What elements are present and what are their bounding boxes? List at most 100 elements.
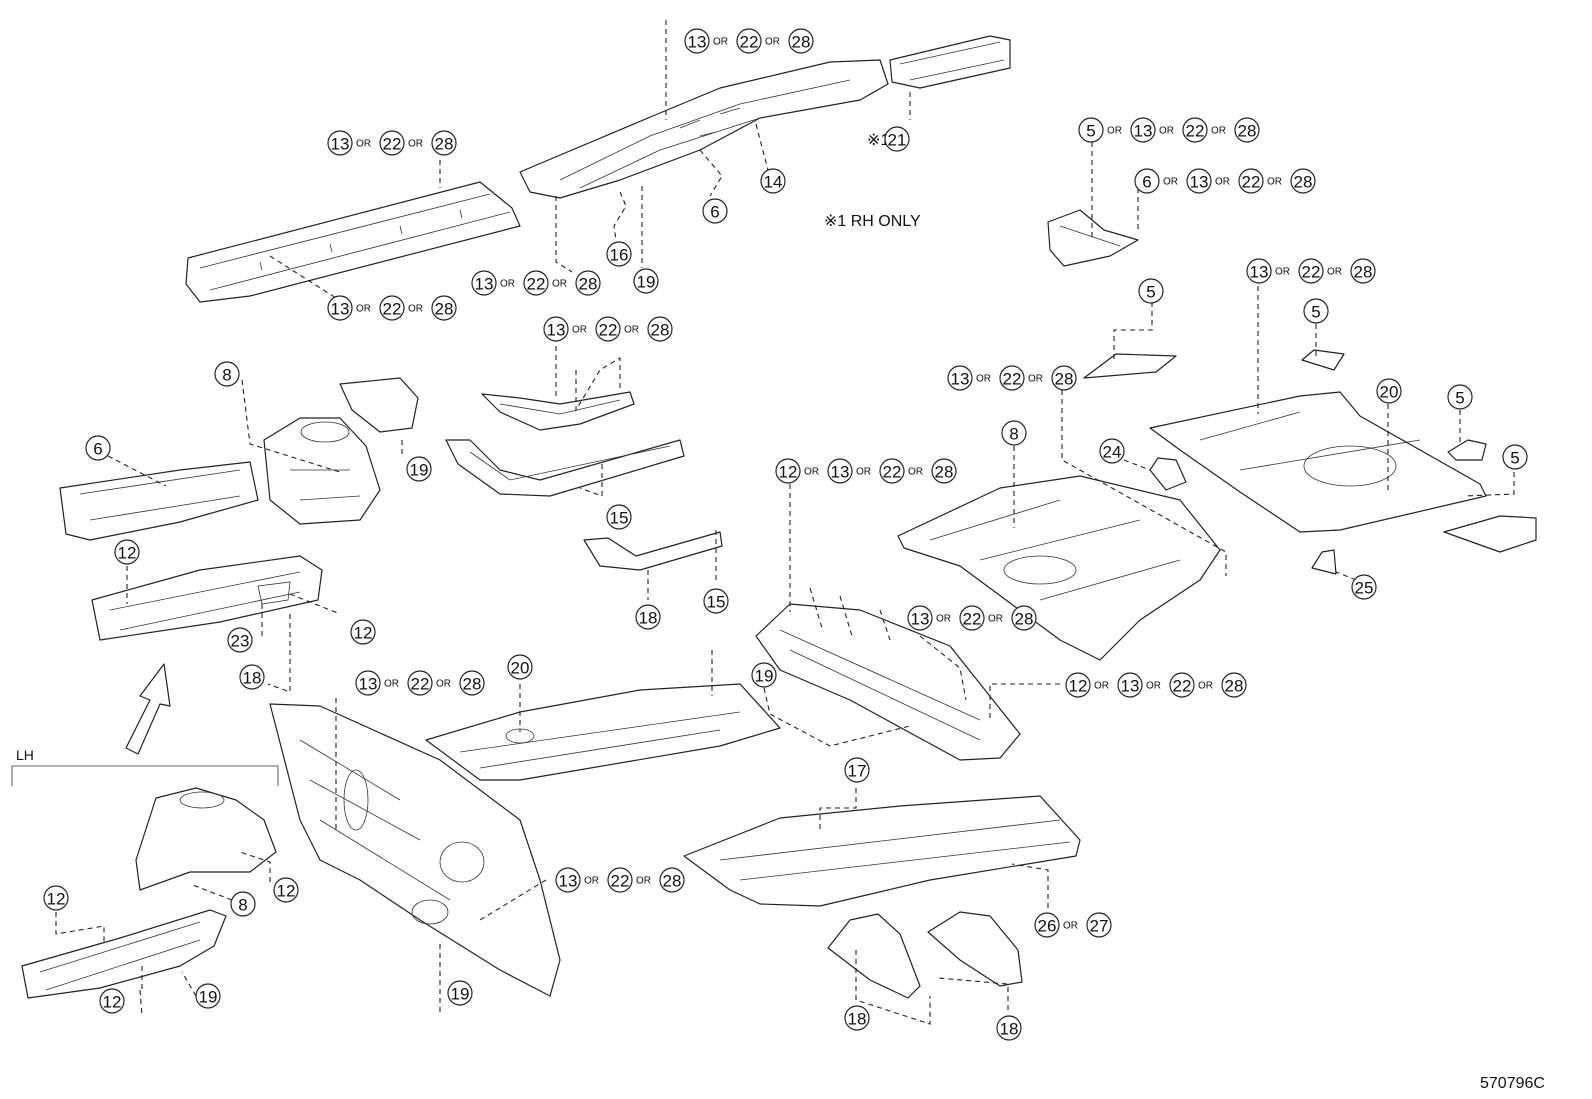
bubble-circle xyxy=(1246,258,1272,284)
callout-c-6-a: 6 xyxy=(702,198,728,224)
part-number-bubble: 13 xyxy=(471,270,497,296)
bubble-circle xyxy=(844,757,870,783)
part-number: 18 xyxy=(639,609,658,628)
part-number: 22 xyxy=(1186,122,1205,141)
part-number-bubble: 22 xyxy=(1238,168,1264,194)
part-number-bubble: 22 xyxy=(1298,258,1324,284)
or-separator: OR xyxy=(765,37,780,48)
bubble-circle xyxy=(1351,574,1377,600)
bubble-circle xyxy=(227,627,253,653)
part-number-bubble: 28 xyxy=(575,270,601,296)
lh-label: LH xyxy=(16,747,34,763)
callout-c-5-d: 5 xyxy=(1502,444,1528,470)
callout-c-19-d: 19 xyxy=(195,983,221,1009)
part-number-bubble: 13 xyxy=(1186,168,1212,194)
or-separator: OR xyxy=(1198,681,1213,692)
or-separator: OR xyxy=(436,679,451,690)
part-number-bubble: 5 xyxy=(1138,278,1164,304)
part-number: 28 xyxy=(651,321,670,340)
bubble-circle xyxy=(1502,444,1528,470)
callout-c-12-b: 12 xyxy=(350,619,376,645)
part-number: 19 xyxy=(199,988,218,1007)
or-separator: OR xyxy=(1267,177,1282,188)
part-number-bubble: 13 xyxy=(555,867,581,893)
part-number: 28 xyxy=(1055,370,1074,389)
part-number: 28 xyxy=(1294,173,1313,192)
bubble-circle xyxy=(751,662,777,688)
part-18-bracket-sill xyxy=(583,531,723,571)
bubble-circle xyxy=(633,268,659,294)
or-separator: OR xyxy=(908,467,923,478)
part-number-bubble: 22 xyxy=(379,130,405,156)
bubble-circle xyxy=(1134,168,1160,194)
bubble-circle xyxy=(996,1015,1022,1041)
callout-c-12-a: 12 xyxy=(114,539,140,565)
part-front-apron-left xyxy=(59,461,259,541)
callout-c-23: 23 xyxy=(227,627,253,653)
part-number-bubble: 22 xyxy=(407,670,433,696)
bubble-circle xyxy=(230,891,256,917)
part-number: 28 xyxy=(1015,610,1034,629)
callout-c-20-a: 20 xyxy=(1376,378,1402,404)
part-number-bubble: 28 xyxy=(1221,672,1247,698)
bubble-circle xyxy=(431,130,457,156)
part-18-rear-a xyxy=(827,913,921,999)
part-number: 22 xyxy=(740,33,759,52)
bubble-circle xyxy=(1001,420,1027,446)
part-number: 15 xyxy=(707,593,726,612)
bubble-circle xyxy=(327,295,353,321)
part-number: 22 xyxy=(611,872,630,891)
bubble-circle xyxy=(327,130,353,156)
part-bracket-top-right xyxy=(1047,209,1139,267)
part-number-bubble: 22 xyxy=(1182,117,1208,143)
part-number: 22 xyxy=(1003,370,1022,389)
part-number-bubble: 25 xyxy=(1351,574,1377,600)
callout-c-25: 25 xyxy=(1351,574,1377,600)
part-number-bubble: 19 xyxy=(195,983,221,1009)
part-number: 13 xyxy=(359,675,378,694)
bubble-circle xyxy=(43,885,69,911)
bubble-circle xyxy=(595,316,621,342)
part-number: 19 xyxy=(637,273,656,292)
bubble-circle xyxy=(407,670,433,696)
callout-c-16: 16 xyxy=(606,241,632,267)
bubble-circle xyxy=(959,605,985,631)
callout-c-17: 17 xyxy=(844,757,870,783)
part-number: 8 xyxy=(238,896,247,915)
bubble-circle xyxy=(543,316,569,342)
part-rear-floor xyxy=(1149,391,1487,533)
or-separator: OR xyxy=(624,325,639,336)
lh-frame-bracket xyxy=(11,765,279,786)
or-separator: OR xyxy=(1107,126,1122,137)
part-5-bracket-c xyxy=(1447,439,1487,461)
part-number-bubble: 18 xyxy=(844,1005,870,1031)
or-separator: OR xyxy=(1211,126,1226,137)
part-number-bubble: 28 xyxy=(431,130,457,156)
or-separator: OR xyxy=(1327,267,1342,278)
part-number-bubble: 12 xyxy=(114,539,140,565)
callout-c-6-b: 6 xyxy=(85,435,111,461)
part-number: 13 xyxy=(1250,263,1269,282)
callout-c-8-b: 8 xyxy=(214,361,240,387)
callout-c-21: ※121 xyxy=(867,126,910,152)
part-number: 22 xyxy=(963,610,982,629)
bubble-circle xyxy=(273,877,299,903)
part-rail-upper xyxy=(519,59,889,199)
part-number-bubble: 14 xyxy=(760,168,786,194)
part-number-bubble: 12 xyxy=(350,619,376,645)
bubble-circle xyxy=(684,28,710,54)
part-number: 25 xyxy=(1355,579,1374,598)
part-number-bubble: 6 xyxy=(702,198,728,224)
part-number: 5 xyxy=(1146,283,1155,302)
bubble-circle xyxy=(827,458,853,484)
or-separator: OR xyxy=(1063,921,1078,932)
part-number-bubble: 28 xyxy=(1234,117,1260,143)
or-separator: OR xyxy=(584,876,599,887)
callout-c-18-b: 18 xyxy=(635,604,661,630)
part-number-bubble: 13 xyxy=(1117,672,1143,698)
part-number: 13 xyxy=(331,135,350,154)
